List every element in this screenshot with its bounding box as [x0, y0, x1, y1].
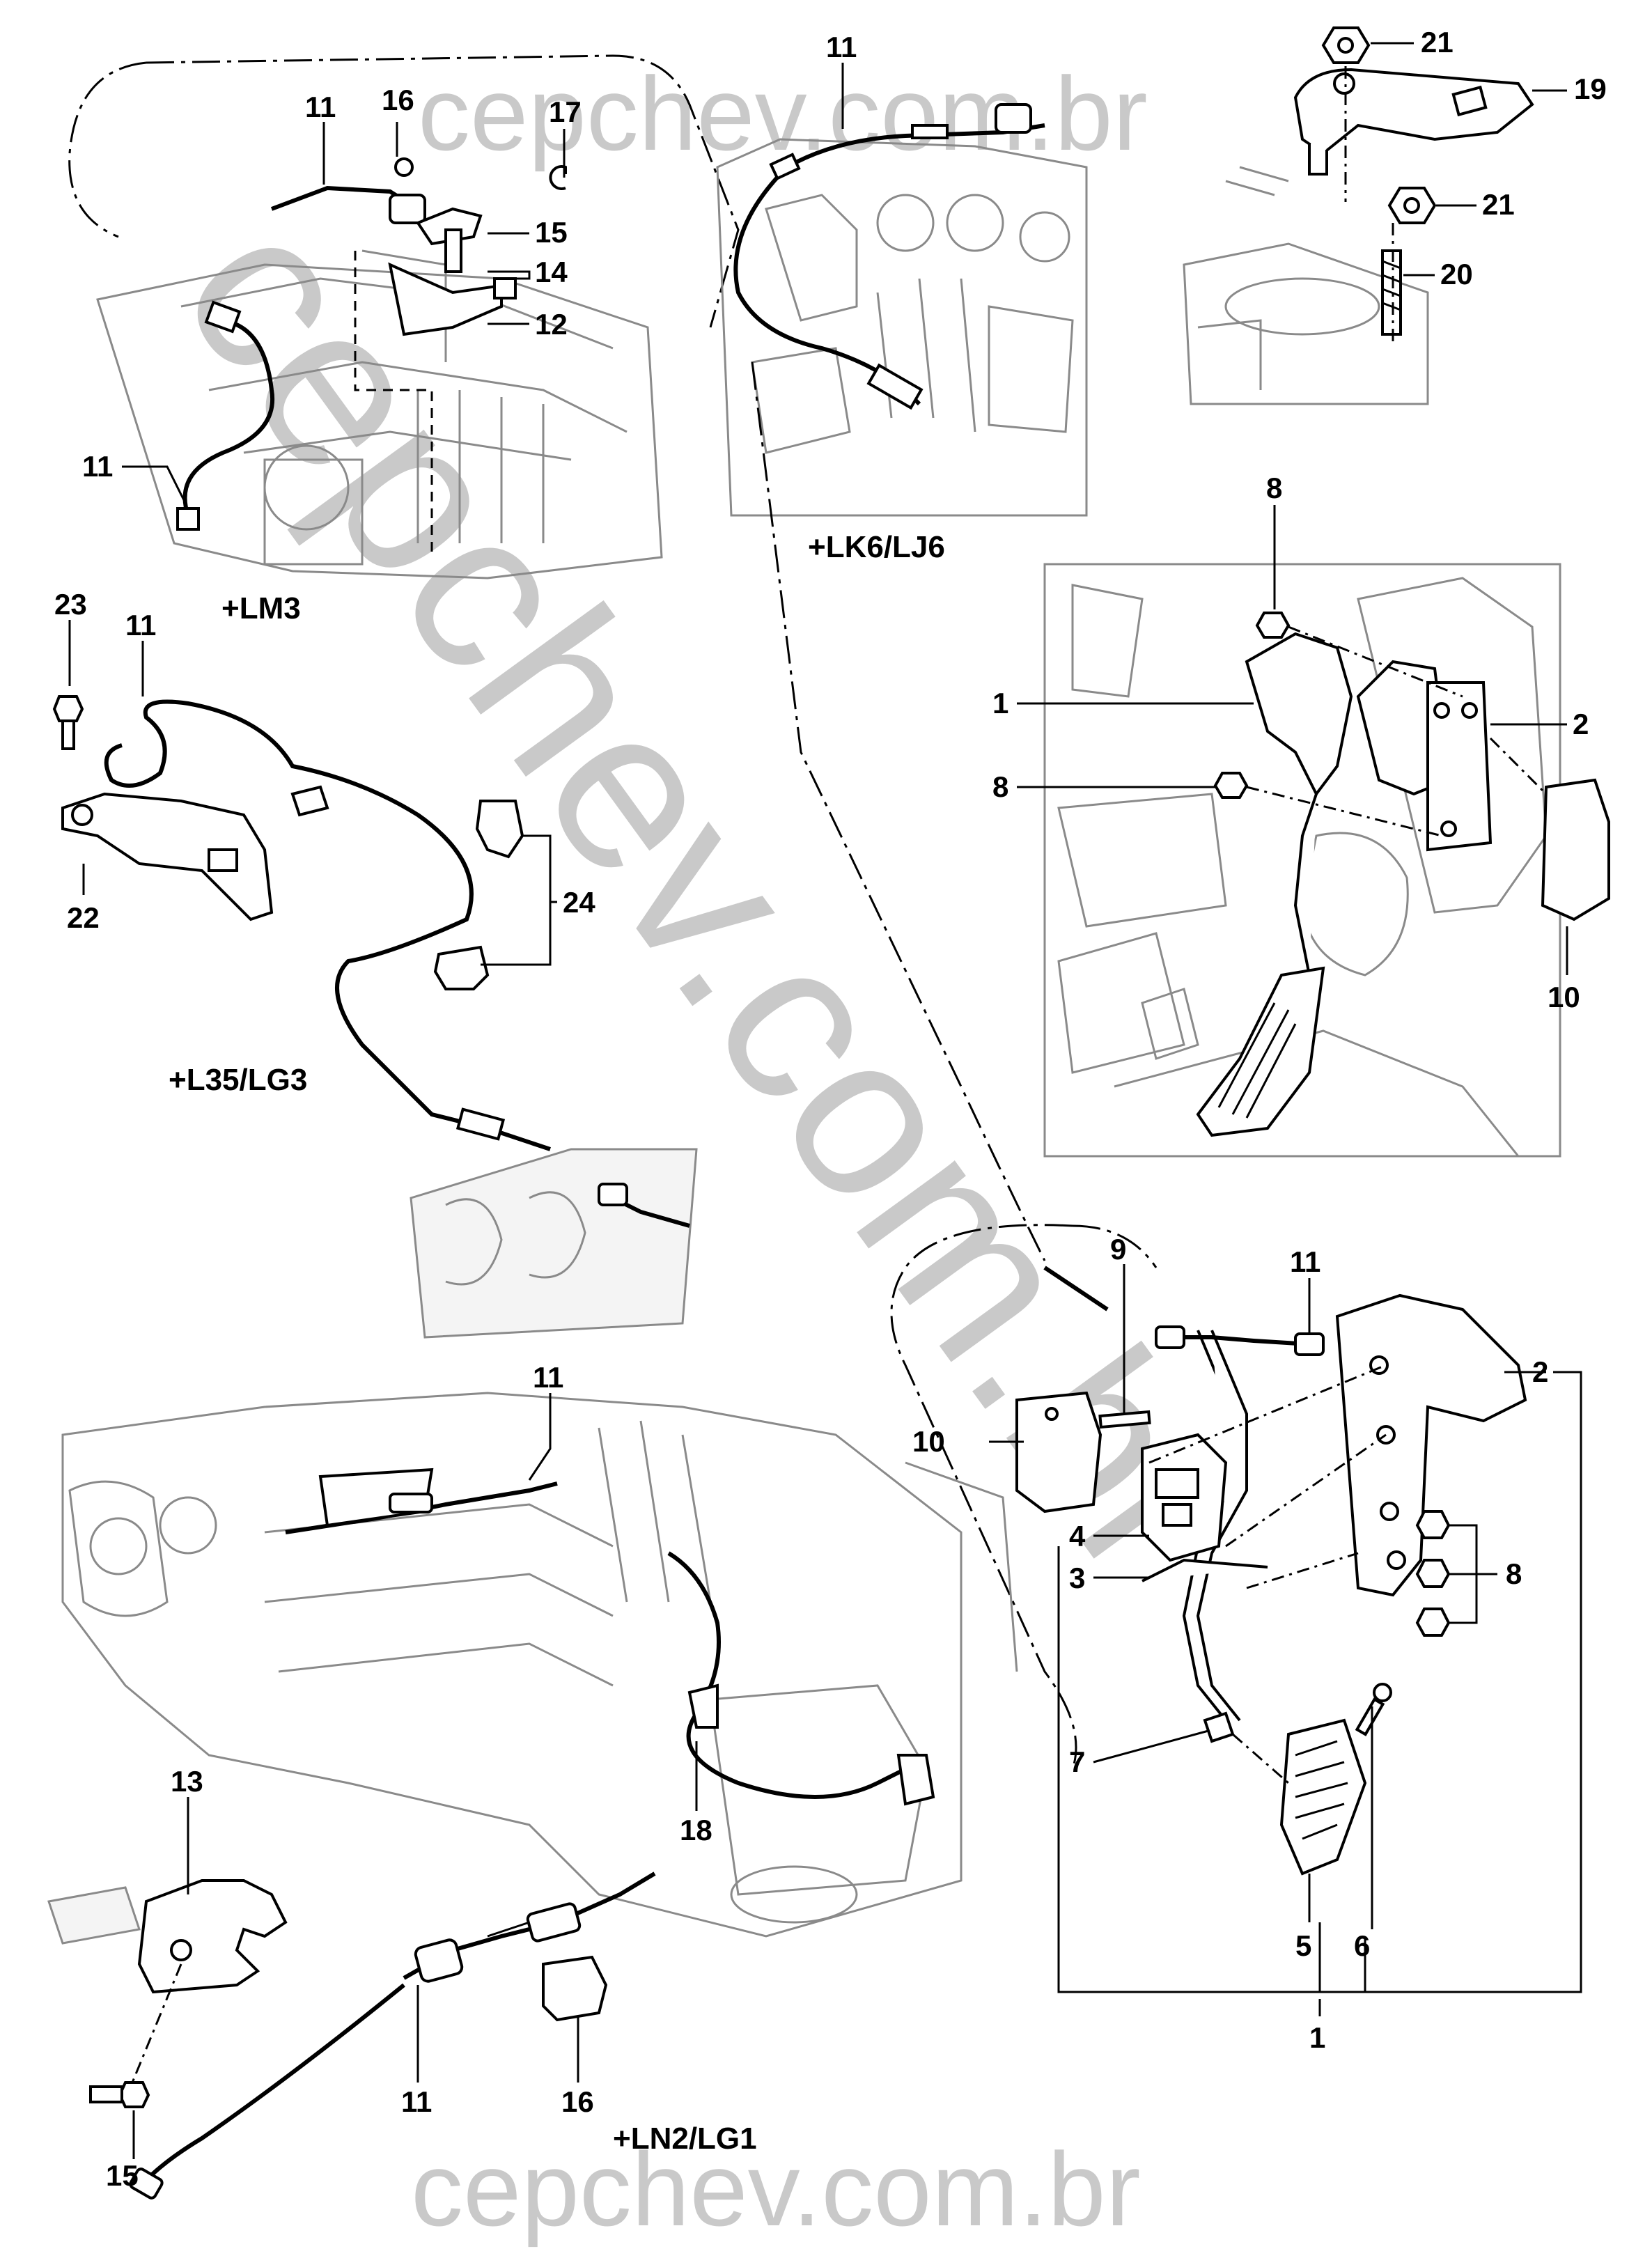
callout-ped-1: 1: [992, 687, 1008, 719]
top-bracket-leaders: [1344, 42, 1567, 341]
lm3-leaders: [122, 122, 566, 502]
lm3-cable-bracket: [388, 157, 567, 336]
exploded-gasket-10: [1015, 1391, 1102, 1513]
config-label-lm3: +LM3: [221, 591, 301, 625]
callout-exp-9: 9: [1110, 1233, 1126, 1266]
callout-exp-2: 2: [1532, 1355, 1548, 1388]
exploded-nuts-8: [1415, 1510, 1451, 1637]
callout-lk6-11: 11: [826, 31, 857, 63]
callout-exp-1: 1: [1309, 2021, 1325, 2054]
l35-bracket-22: [61, 792, 274, 921]
exploded-screw-6: [1355, 1683, 1392, 1736]
pedal-install-leaders: [1017, 505, 1568, 975]
l35-clip-24-upper: [475, 800, 524, 859]
stud-20: [1381, 249, 1402, 336]
nut-21-lower: [1387, 187, 1437, 224]
exploded-clip-7: [1203, 1711, 1235, 1743]
callout-lm3-15: 15: [535, 216, 568, 249]
l35-leaders: [68, 620, 557, 966]
callout-ln2-13: 13: [171, 1765, 203, 1798]
watermark-top: cepchev.com.br: [418, 55, 1148, 172]
callout-exp-3: 3: [1069, 1562, 1085, 1594]
callout-exp-11: 11: [1290, 1245, 1320, 1278]
exploded-dash-outline: [751, 361, 1158, 1770]
callout-lm3-14: 14: [535, 256, 568, 288]
callout-top-19: 19: [1574, 72, 1607, 105]
nut-21-top: [1321, 26, 1371, 64]
callout-ln2-16: 16: [561, 2085, 594, 2118]
pedal-install-gasket-10: [1541, 778, 1610, 921]
throttle-bracket-19: [1293, 68, 1534, 176]
callout-exp-6: 6: [1354, 1929, 1370, 1962]
callout-top-20: 20: [1440, 258, 1473, 290]
lm3-engine-outline: [68, 54, 740, 579]
watermark-bottom: cepchev.com.br: [411, 2131, 1141, 2248]
callout-ln2-11a: 11: [533, 1361, 563, 1394]
ln2-engine-outline: [61, 1392, 1018, 1938]
callout-l35-23: 23: [54, 588, 87, 621]
ln2-clip-16: [542, 1955, 608, 2022]
pedal-install-nut-8-left: [1213, 772, 1249, 799]
callout-ped-2: 2: [1573, 708, 1589, 740]
exploded-pad-5: [1279, 1718, 1367, 1876]
config-label-ln2-lg1: +LN2/LG1: [613, 2122, 757, 2156]
callout-lm3-11b: 11: [82, 450, 113, 483]
callout-lm3-16: 16: [382, 84, 414, 116]
l35-bolt-23: [52, 695, 84, 750]
callout-top-21b: 21: [1482, 188, 1515, 221]
callout-ln2-18: 18: [680, 1814, 712, 1846]
callout-l35-22: 22: [67, 901, 100, 934]
exploded-bracket-2: [1335, 1293, 1527, 1597]
pedal-install-bracket-2: [1426, 681, 1493, 852]
exploded-stud-9: [1098, 1410, 1151, 1429]
ln2-cable-lower: [129, 1871, 656, 2200]
callout-exp-8: 8: [1506, 1557, 1522, 1590]
callout-l35-24: 24: [563, 886, 595, 919]
pedal-install-assembly-1: [1196, 632, 1451, 1137]
exploded-cable-11: [1043, 1266, 1325, 1356]
exploded-leaders: [989, 1264, 1546, 1929]
callout-top-21a: 21: [1421, 26, 1454, 59]
callout-ln2-15: 15: [106, 2159, 139, 2192]
callout-exp-4: 4: [1069, 1520, 1086, 1552]
lm3-accelerator-cable: [176, 185, 426, 531]
lk6-accelerator-cable: [733, 103, 1045, 410]
callout-exp-5: 5: [1295, 1929, 1311, 1962]
ln2-bolt-15: [89, 2081, 150, 2108]
l35-firewall-outline: [410, 1148, 698, 1339]
config-label-l35-lg3: +L35/LG3: [169, 1063, 307, 1097]
lk6-engine-outline: [716, 138, 1088, 517]
watermark-diagonal: cepchev.com.br: [134, 170, 1286, 1621]
l35-accelerator-cable: [104, 699, 690, 1228]
callout-exp-7: 7: [1069, 1745, 1085, 1778]
exploded-assembly-bracket-1: [1057, 1371, 1582, 2016]
callout-lm3-17: 17: [549, 95, 582, 128]
callout-lm3-12: 12: [535, 308, 568, 341]
callout-exp-10: 10: [912, 1425, 945, 1458]
callout-ped-8b: 8: [992, 770, 1008, 803]
config-label-lk6-lj6: +LK6/LJ6: [808, 530, 945, 564]
callout-ln2-11b: 11: [401, 2085, 432, 2118]
pedal-install-nut-8-top: [1255, 612, 1291, 639]
bracket-assembly-outline: [1183, 166, 1429, 405]
callout-ped-8a: 8: [1266, 472, 1282, 504]
ln2-bracket-13: [47, 1879, 288, 1994]
l35-clip-24-lower: [433, 945, 490, 990]
ln2-accelerator-cable-upper: [285, 1468, 935, 1806]
callout-ped-10: 10: [1548, 981, 1580, 1013]
callout-l35-11: 11: [125, 609, 156, 641]
callout-lm3-11a: 11: [305, 91, 336, 123]
exploded-actuator-4: [1141, 1433, 1228, 1562]
ln2-leaders: [131, 1393, 698, 2159]
